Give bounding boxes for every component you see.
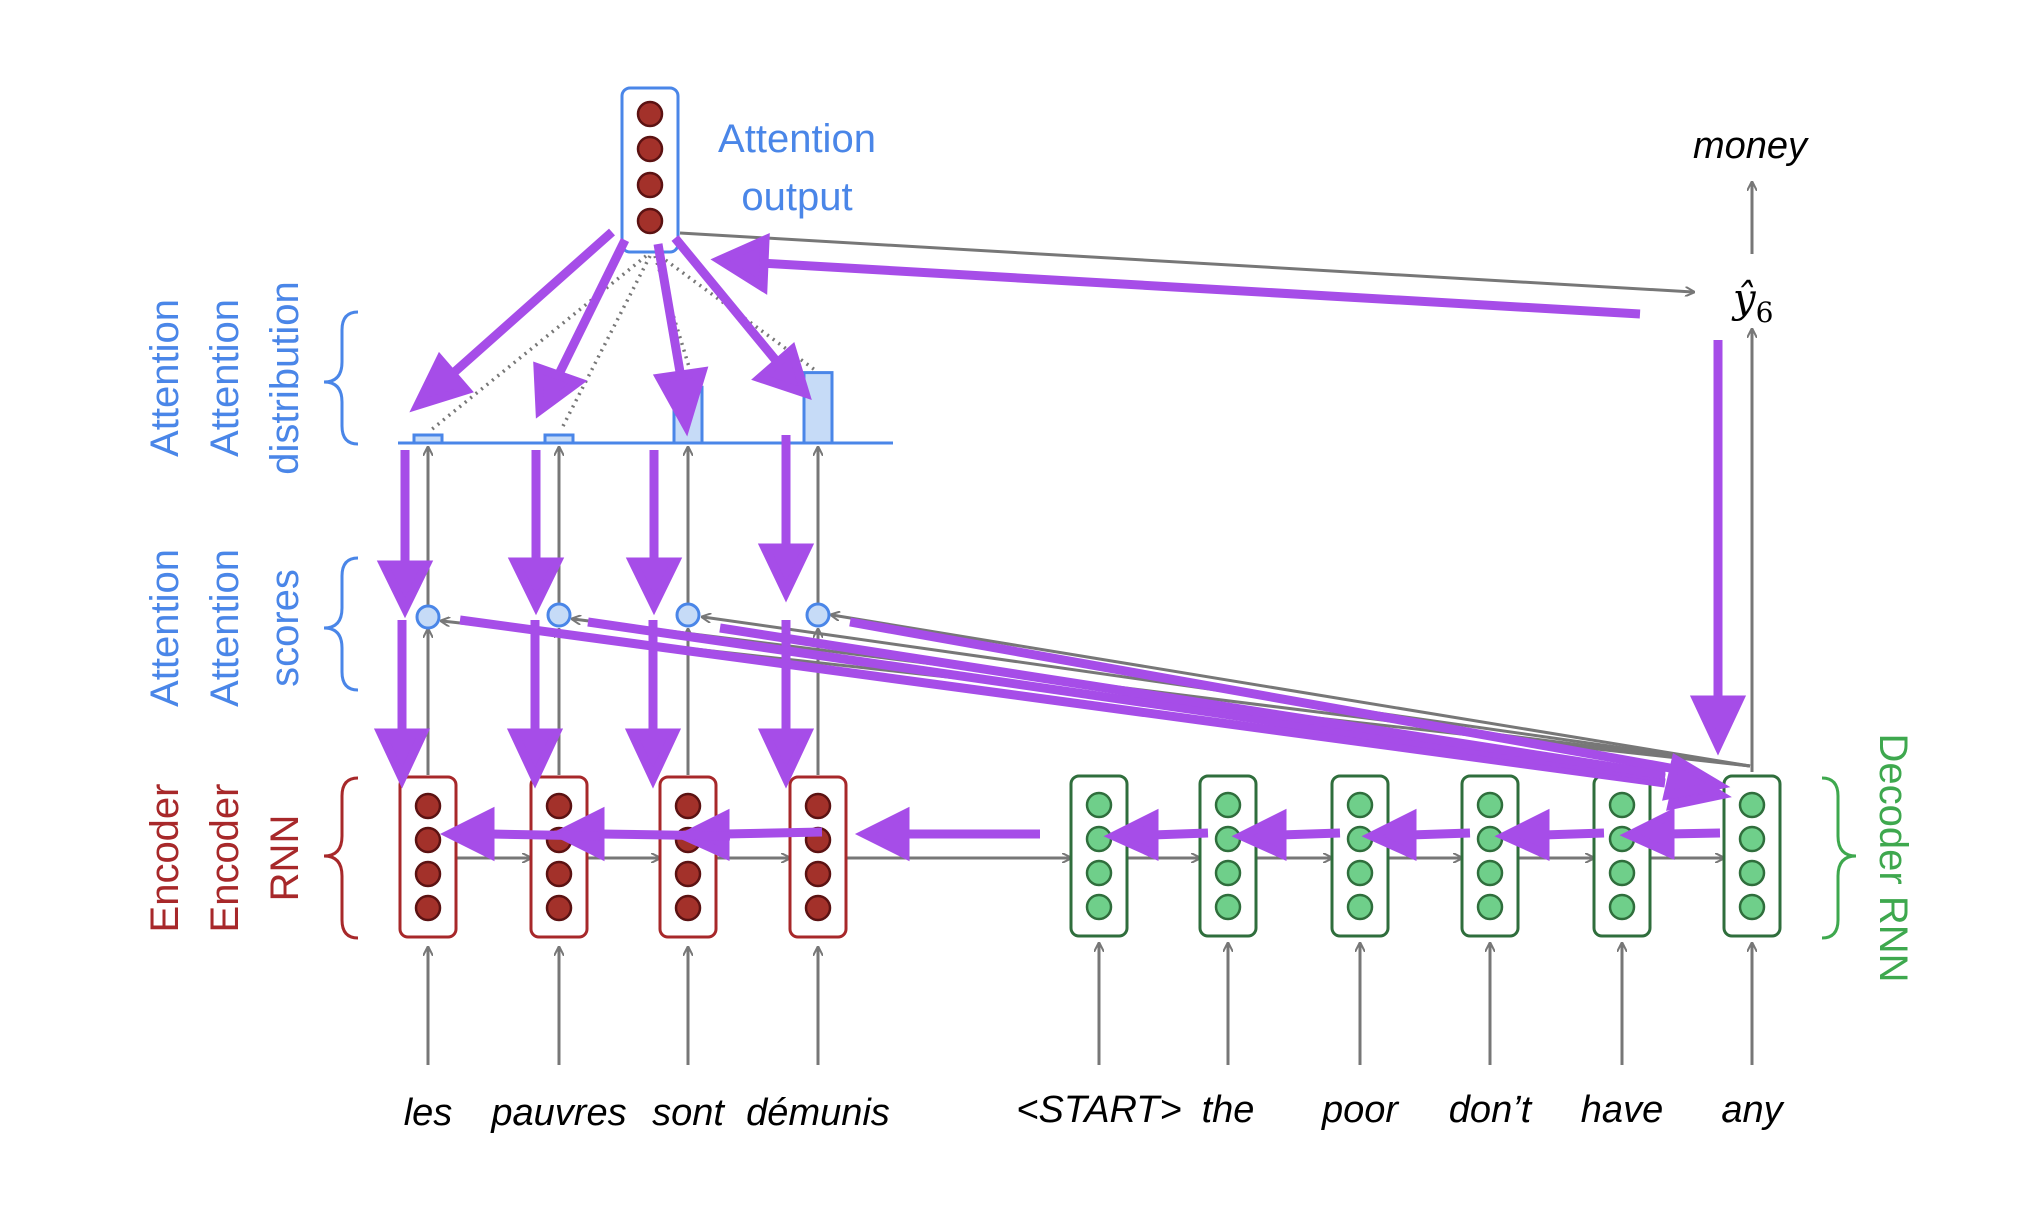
hidden-unit (1608, 893, 1636, 921)
attention-scores-label-line1: Attention (143, 549, 187, 707)
hidden-unit (1608, 859, 1636, 887)
decoder-cell (1198, 774, 1258, 938)
hidden-unit (1346, 893, 1374, 921)
encoder-cell (398, 775, 458, 939)
source-word: les (404, 1092, 453, 1134)
decoder-cell (1460, 774, 1520, 938)
vector-unit (636, 135, 664, 163)
decoder-cell (1592, 774, 1652, 938)
hidden-unit (1738, 859, 1766, 887)
attention-output-vector (620, 86, 680, 254)
output-word: money (1693, 125, 1809, 167)
attention-distribution-label-line2: Attention (203, 299, 247, 457)
distribution-brace (323, 310, 359, 446)
hidden-unit (1608, 791, 1636, 819)
attention-distribution (398, 371, 893, 445)
weighted-sum-lines (429, 254, 817, 432)
hidden-unit (804, 894, 832, 922)
target-word: don’t (1449, 1089, 1533, 1131)
attention-score-node (415, 604, 441, 630)
attention-scores-label-line3: scores (263, 569, 307, 687)
hidden-unit (545, 894, 573, 922)
encoder-label-line1: Encoder (143, 784, 187, 933)
hidden-unit (545, 860, 573, 888)
encoder-label-line3: RNN (263, 815, 307, 902)
hidden-unit (1085, 893, 1113, 921)
decoder-to-score-arrow (832, 615, 1751, 768)
decoder-label: Decoder RNN (1871, 734, 1915, 983)
vector-unit (636, 100, 664, 128)
target-word: have (1581, 1089, 1663, 1131)
encoder-cell (529, 775, 589, 939)
hidden-unit (1738, 893, 1766, 921)
source-words: les pauvres sont démunis (404, 1092, 890, 1134)
attention-score-node (546, 602, 572, 628)
attention-scores (415, 602, 831, 630)
decoder-cell (1069, 774, 1129, 938)
hidden-unit (1738, 791, 1766, 819)
vector-unit (636, 171, 664, 199)
attention-bar (802, 371, 834, 445)
target-words: <START> the poor don’t have any (1016, 1089, 1784, 1131)
encoder-brace (323, 776, 359, 940)
hidden-unit (804, 792, 832, 820)
hidden-unit (1085, 825, 1113, 853)
attention-output-label-line2: output (741, 175, 852, 219)
scores-brace (323, 556, 359, 692)
hidden-unit (414, 792, 442, 820)
hidden-unit (1214, 825, 1242, 853)
y-hat-base: ŷ (1731, 276, 1757, 322)
hidden-unit (1214, 791, 1242, 819)
attention-scores-label-line2: Attention (203, 549, 247, 707)
hidden-unit (1476, 791, 1504, 819)
attention-distribution-label-line1: Attention (143, 299, 187, 457)
target-word: the (1202, 1089, 1255, 1131)
target-word: poor (1321, 1089, 1399, 1131)
hidden-unit (674, 792, 702, 820)
attention-score-node (805, 602, 831, 628)
decoder-cell (1330, 774, 1390, 938)
hidden-unit (804, 860, 832, 888)
hidden-unit (414, 826, 442, 854)
attention-output-label-line1: Attention (718, 117, 876, 161)
attention-score-node (675, 602, 701, 628)
decoder-rnn (1069, 774, 1782, 938)
vector-unit (636, 207, 664, 235)
encoder-cell (658, 775, 718, 939)
hidden-unit (1476, 825, 1504, 853)
encoder-rnn (398, 775, 848, 939)
backprop-arrows (373, 228, 1747, 862)
hidden-unit (1214, 859, 1242, 887)
hidden-unit (414, 860, 442, 888)
hidden-unit (1738, 825, 1766, 853)
target-word: any (1721, 1089, 1784, 1131)
hidden-unit (414, 894, 442, 922)
y-hat-label: ŷ6 (1731, 276, 1773, 329)
hidden-unit (1085, 791, 1113, 819)
source-word: pauvres (490, 1092, 626, 1134)
hidden-unit (1214, 893, 1242, 921)
source-word: sont (652, 1092, 725, 1134)
braces (323, 310, 1857, 940)
hidden-unit (674, 860, 702, 888)
hidden-unit (545, 792, 573, 820)
hidden-unit (1346, 859, 1374, 887)
hidden-unit (1346, 791, 1374, 819)
encoder-cell (788, 775, 848, 939)
encoder-label-line2: Encoder (203, 784, 247, 933)
y-hat-subscript: 6 (1756, 296, 1774, 329)
hidden-unit (1085, 859, 1113, 887)
attention-distribution-label-line3: distribution (263, 281, 307, 474)
source-word: démunis (746, 1092, 890, 1134)
decoder-cell (1722, 774, 1782, 938)
target-word: <START> (1016, 1089, 1181, 1131)
attention-output-to-yhat-arrow (679, 231, 1693, 292)
decoder-brace (1821, 776, 1857, 940)
hidden-unit (1476, 893, 1504, 921)
hidden-unit (674, 894, 702, 922)
hidden-unit (1476, 859, 1504, 887)
